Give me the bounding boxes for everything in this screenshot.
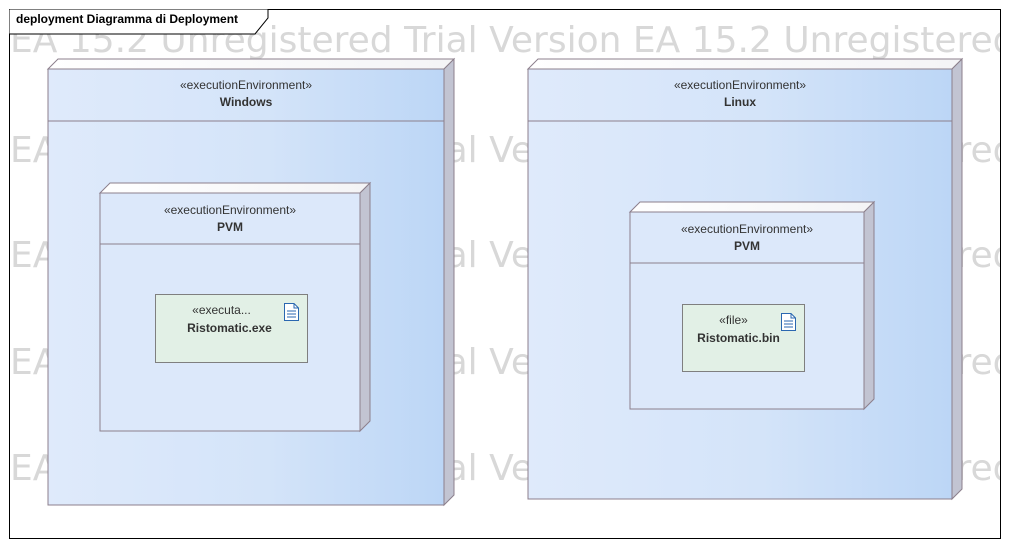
node-linux-pvm-name: PVM (733, 239, 760, 253)
artifact-ristomatic-bin[interactable]: «file» Ristomatic.bin (682, 304, 805, 372)
node-linux-stereotype: «executionEnvironment» (673, 78, 807, 92)
document-icon (284, 303, 299, 321)
artifact-exe-stereotype: «executa... (192, 303, 251, 317)
document-icon (781, 313, 796, 331)
artifact-bin-name: Ristomatic.bin (697, 331, 780, 345)
node-linux-pvm-shape (628, 200, 876, 411)
node-linux-pvm[interactable]: «executionEnvironment» PVM (628, 200, 876, 412)
artifact-bin-stereotype: «file» (719, 313, 748, 327)
artifact-ristomatic-exe[interactable]: «executa... Ristomatic.exe (155, 294, 308, 363)
frame-tab-shape (8, 8, 269, 35)
node-windows-pvm-name: PVM (216, 220, 243, 234)
node-linux-pvm-stereotype: «executionEnvironment» (680, 222, 814, 236)
node-linux-name: Linux (724, 95, 756, 109)
artifact-exe-name: Ristomatic.exe (187, 321, 272, 335)
frame-title: deployment Diagramma di Deployment (16, 12, 239, 26)
node-windows-name: Windows (219, 95, 273, 109)
frame-title-tab: deployment Diagramma di Deployment (8, 8, 271, 40)
node-windows-pvm-stereotype: «executionEnvironment» (163, 203, 297, 217)
node-windows-stereotype: «executionEnvironment» (179, 78, 313, 92)
